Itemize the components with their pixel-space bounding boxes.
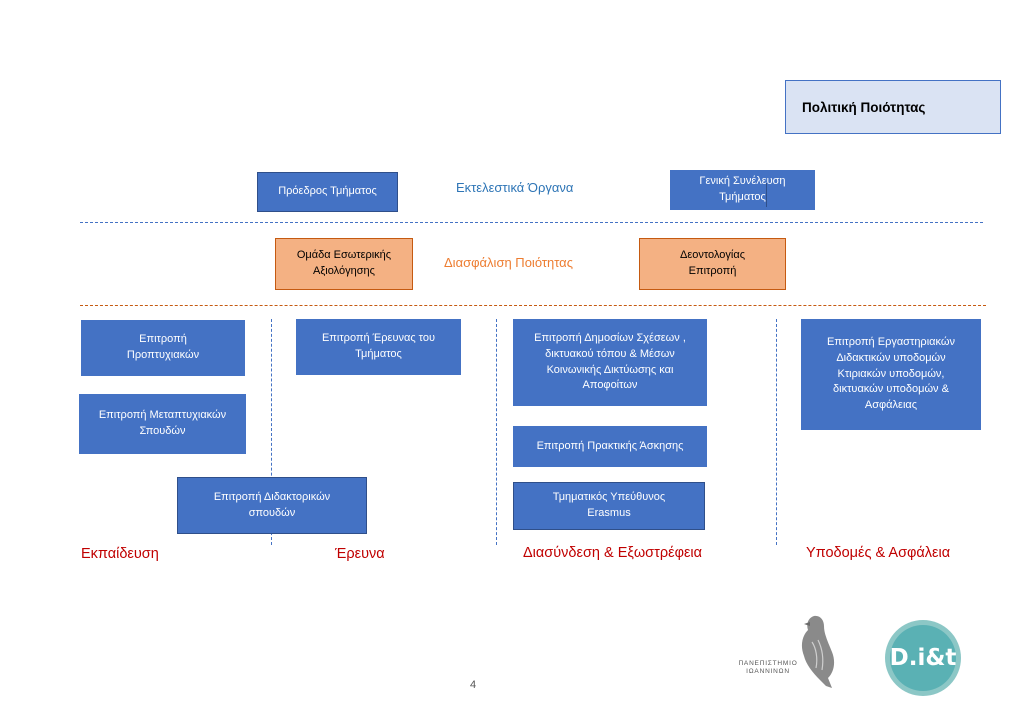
general-assembly-box: Γενική Συνέλευση Τμήματος: [670, 170, 815, 210]
general-assembly-divider: [766, 183, 767, 207]
research-committee-box: Επιτροπή Έρευνας του Τμήματος: [296, 319, 461, 375]
column-divider-1: [271, 319, 272, 545]
public-relations-committee-box: Επιτροπή Δημοσίων Σχέσεων , δικτυακού τό…: [513, 319, 707, 406]
column-divider-3: [776, 319, 777, 545]
infrastructure-committee-box: Επιτροπή Εργαστηριακών Διδακτικών υποδομ…: [801, 319, 981, 430]
erasmus-coordinator-box: Τμηματικός Υπεύθυνος Erasmus: [513, 482, 705, 530]
university-name-line2: ΙΩΑΝΝΙΝΩΝ: [746, 668, 790, 676]
category-research: Έρευνα: [335, 546, 385, 562]
column-divider-2: [496, 319, 497, 545]
internal-evaluation-box: Ομάδα Εσωτερικής Αξιολόγησης: [275, 238, 413, 290]
page-title: Πολιτική Ποιότητας: [785, 80, 1001, 134]
department-president-box: Πρόεδρος Τμήματος: [257, 172, 398, 212]
executive-separator: [80, 222, 983, 223]
page-number: 4: [470, 679, 477, 691]
university-logo: ΠΑΝΕΠΙΣΤΗΜΙΟ ΙΩΑΝΝΙΝΩΝ: [728, 612, 853, 692]
executive-bodies-label: Εκτελεστικά Όργανα: [456, 180, 574, 195]
quality-assurance-label: Διασφάλιση Ποιότητας: [444, 255, 573, 270]
dit-logo-text: D.i&t: [890, 625, 956, 691]
university-name-line1: ΠΑΝΕΠΙΣΤΗΜΙΟ: [738, 660, 798, 667]
postgrad-committee-box: Επιτροπή Μεταπτυχιακών Σπουδών: [79, 394, 246, 454]
ethics-committee-box: Δεοντολογίας Επιτροπή: [639, 238, 786, 290]
quality-separator: [80, 305, 986, 306]
undergrad-committee-box: Επιτροπή Προπτυχιακών: [81, 320, 245, 376]
category-education: Εκπαίδευση: [81, 546, 159, 562]
category-outreach: Διασύνδεση & Εξωστρέφεια: [523, 545, 703, 561]
eagle-icon: [801, 615, 835, 688]
internship-committee-box: Επιτροπή Πρακτικής Άσκησης: [513, 426, 707, 467]
doctoral-committee-box: Επιτροπή Διδακτορικών σπουδών: [177, 477, 367, 534]
category-infrastructure: Υποδομές & Ασφάλεια: [806, 545, 951, 561]
dit-logo: D.i&t: [885, 620, 961, 696]
